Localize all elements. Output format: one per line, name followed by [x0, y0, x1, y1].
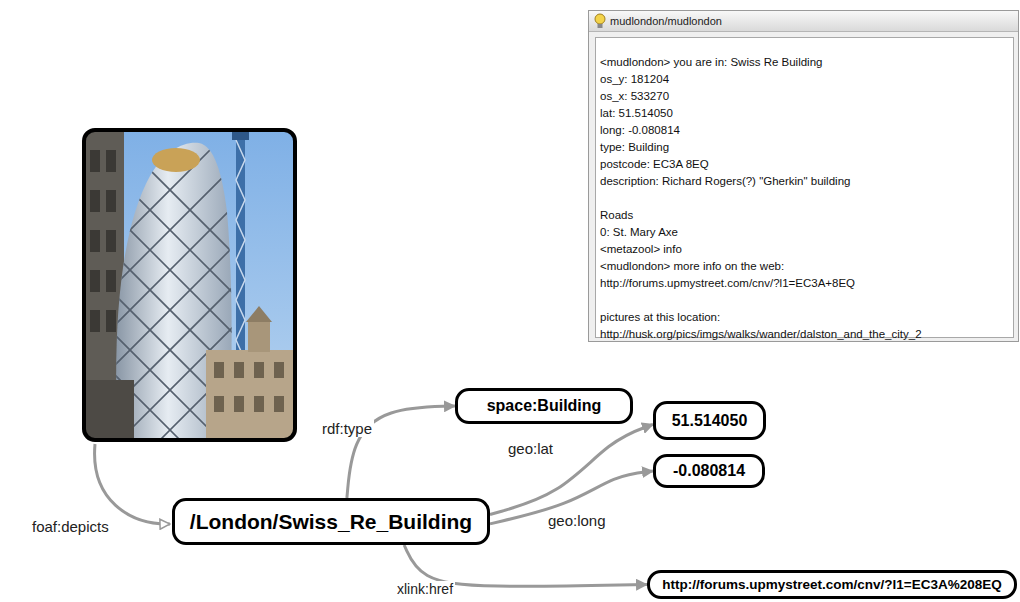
chat-window: mudlondon/mudlondon <mudlondon> you are i… — [588, 10, 1019, 342]
bulb-icon — [593, 13, 607, 29]
node-text: /London/Swiss_Re_Building — [190, 510, 472, 534]
gherkin-photo — [84, 130, 295, 440]
node-text: 51.514050 — [672, 412, 748, 430]
chat-line: 0: St. Mary Axe — [600, 224, 1013, 241]
property-label: geo:long — [546, 512, 608, 529]
window-title: mudlondon/mudlondon — [610, 15, 722, 27]
chat-line: <mudlondon> more info on the web: — [600, 258, 1013, 275]
class-node: space:Building — [455, 388, 633, 424]
depicts-arrow — [95, 444, 170, 524]
chat-line: postcode: EC3A 8EQ — [600, 156, 1013, 173]
chat-line: Roads — [600, 207, 1013, 224]
node-text: space:Building — [487, 397, 602, 415]
literal-node: -0.080814 — [653, 454, 765, 488]
property-label: rdf:type — [320, 420, 374, 437]
literal-node: 51.514050 — [653, 401, 766, 440]
chat-line: description: Richard Rogers(?) "Gherkin"… — [600, 173, 1013, 190]
title-bar: mudlondon/mudlondon — [589, 11, 1018, 32]
chat-line: os_y: 181204 — [600, 71, 1013, 88]
property-label: xlink:href — [395, 581, 455, 598]
node-text: http://forums.upmystreet.com/cnv/?l1=EC3… — [662, 577, 1001, 592]
url-node: http://forums.upmystreet.com/cnv/?l1=EC3… — [647, 570, 1017, 599]
chat-line: <mudlondon> you are in: Swiss Re Buildin… — [600, 54, 1013, 71]
chat-line: <metazool> info — [600, 241, 1013, 258]
chat-line: lat: 51.514050 — [600, 105, 1013, 122]
photo-frame — [84, 130, 295, 440]
chat-line: pictures at this location: — [600, 309, 1013, 326]
property-label: geo:lat — [506, 440, 555, 457]
property-label: foaf:depicts — [30, 518, 111, 535]
chat-log: <mudlondon> you are in: Swiss Re Buildin… — [595, 37, 1014, 338]
node-text: -0.080814 — [673, 462, 745, 480]
chat-line: type: Building — [600, 139, 1013, 156]
chat-line: os_x: 533270 — [600, 88, 1013, 105]
chat-line: http://forums.upmystreet.com/cnv/?l1=EC3… — [600, 275, 1013, 292]
chat-line: long: -0.080814 — [600, 122, 1013, 139]
resource-node: /London/Swiss_Re_Building — [172, 498, 490, 545]
chat-line: http://husk.org/pics/imgs/walks/wander/d… — [600, 326, 1013, 343]
